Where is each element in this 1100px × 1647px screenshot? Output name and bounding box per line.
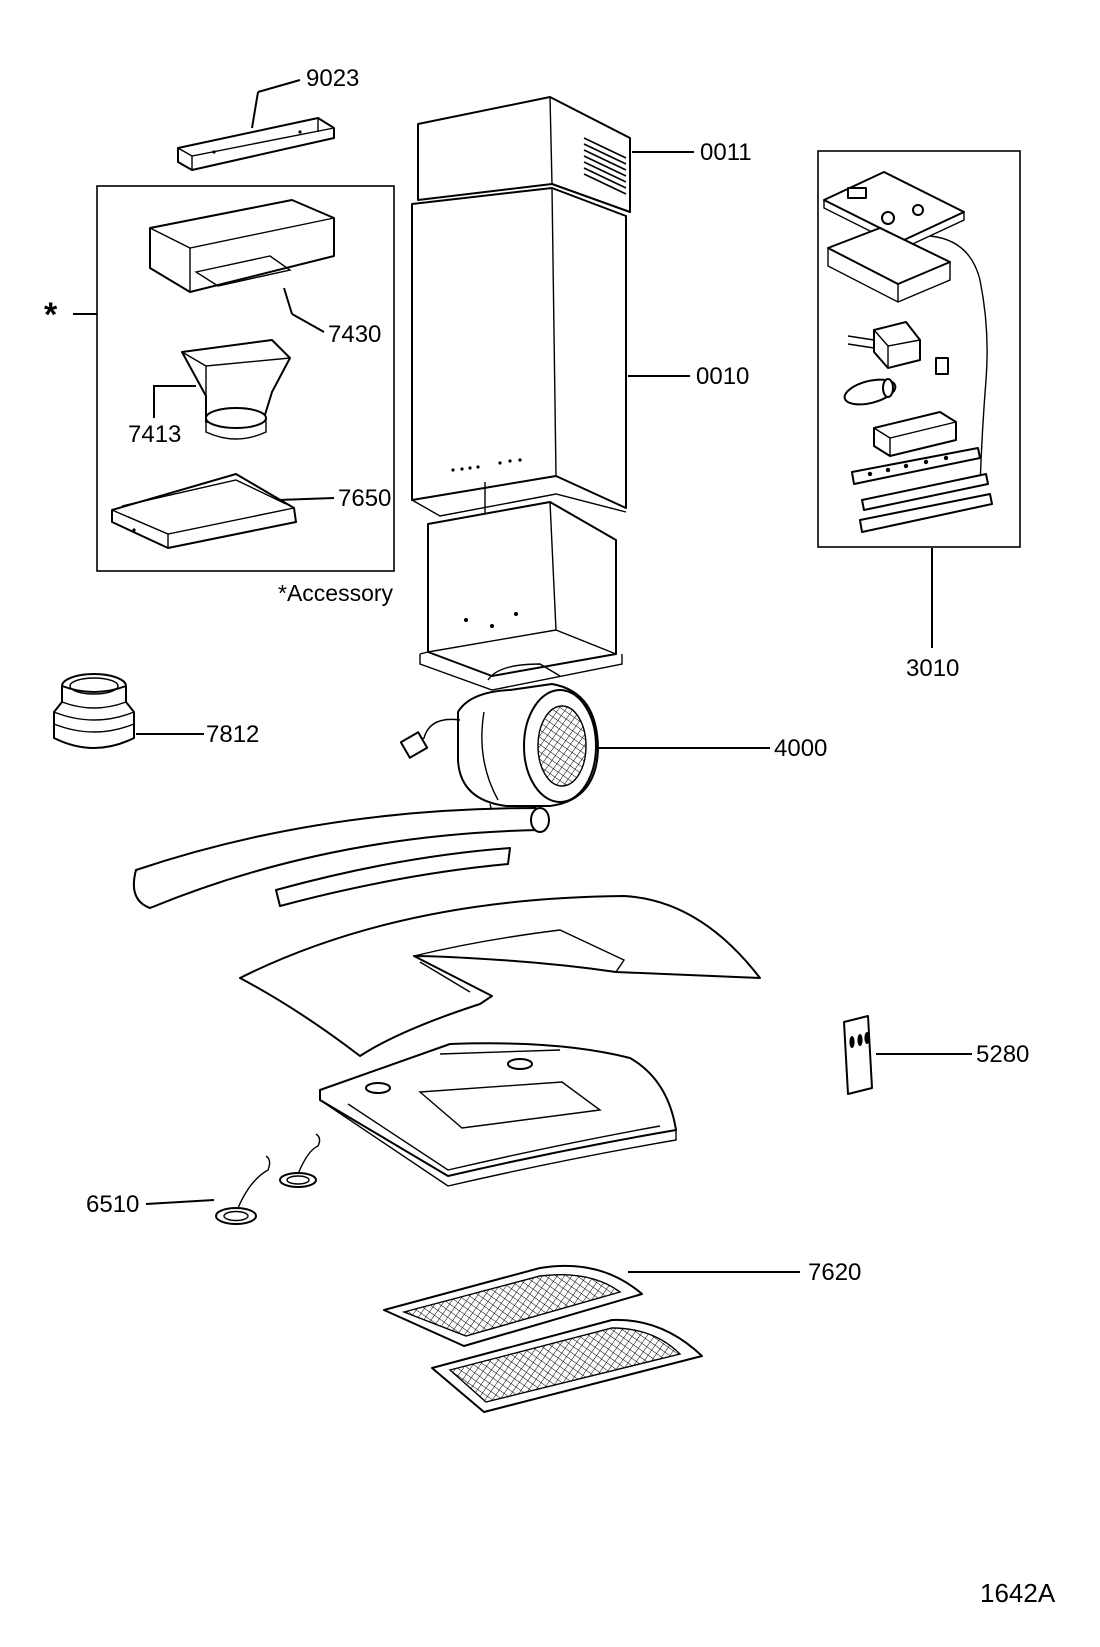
callout-7650: 7650 bbox=[338, 485, 391, 512]
part-0011-upper-chimney bbox=[417, 96, 631, 213]
part-7812-duct-collar bbox=[53, 673, 135, 749]
part-7430-filter-box bbox=[149, 199, 335, 293]
part-flexible-hose bbox=[132, 807, 550, 909]
leader-7413 bbox=[153, 385, 196, 418]
accessory-note: *Accessory bbox=[278, 580, 394, 606]
callout-7413: 7413 bbox=[128, 421, 181, 448]
drawing-code: 1642A bbox=[980, 1578, 1056, 1608]
leader-9023 bbox=[251, 91, 259, 129]
callout-6510: 6510 bbox=[86, 1191, 139, 1218]
accessory-asterisk: * bbox=[44, 296, 58, 334]
callout-4000: 4000 bbox=[774, 735, 827, 762]
part-3010-electronics-kit bbox=[823, 171, 993, 533]
callout-5280: 5280 bbox=[976, 1041, 1029, 1068]
callout-3010: 3010 bbox=[906, 655, 959, 682]
callout-7620: 7620 bbox=[808, 1259, 861, 1286]
callout-0010: 0010 bbox=[696, 363, 749, 390]
part-6510-halogen-lamps bbox=[215, 1133, 321, 1225]
callout-7812: 7812 bbox=[206, 721, 259, 748]
part-5280-control-panel bbox=[843, 1015, 873, 1095]
part-9023-bracket bbox=[177, 117, 335, 171]
accessory-frame bbox=[96, 185, 395, 572]
part-0010-lower-chimney bbox=[411, 187, 627, 520]
part-7650-filter-tray bbox=[111, 473, 297, 549]
part-glass-canopy bbox=[239, 895, 761, 1057]
part-hood-body bbox=[319, 1042, 677, 1187]
callout-0011: 0011 bbox=[700, 139, 752, 166]
part-7413-adapter-funnel bbox=[181, 339, 291, 440]
part-motor-housing bbox=[419, 501, 623, 691]
part-7620-grease-filters bbox=[383, 1264, 703, 1413]
leader-9023-b bbox=[257, 79, 301, 93]
leader-7430 bbox=[283, 287, 293, 315]
callout-9023: 9023 bbox=[306, 65, 359, 92]
leader-6510 bbox=[145, 1199, 215, 1205]
leader-7430-b bbox=[291, 313, 325, 333]
leader-7650 bbox=[277, 497, 335, 501]
electronics-frame bbox=[817, 150, 1021, 548]
part-4000-blower bbox=[399, 663, 599, 814]
part-trim-strip bbox=[275, 847, 511, 907]
callout-7430: 7430 bbox=[328, 321, 381, 348]
